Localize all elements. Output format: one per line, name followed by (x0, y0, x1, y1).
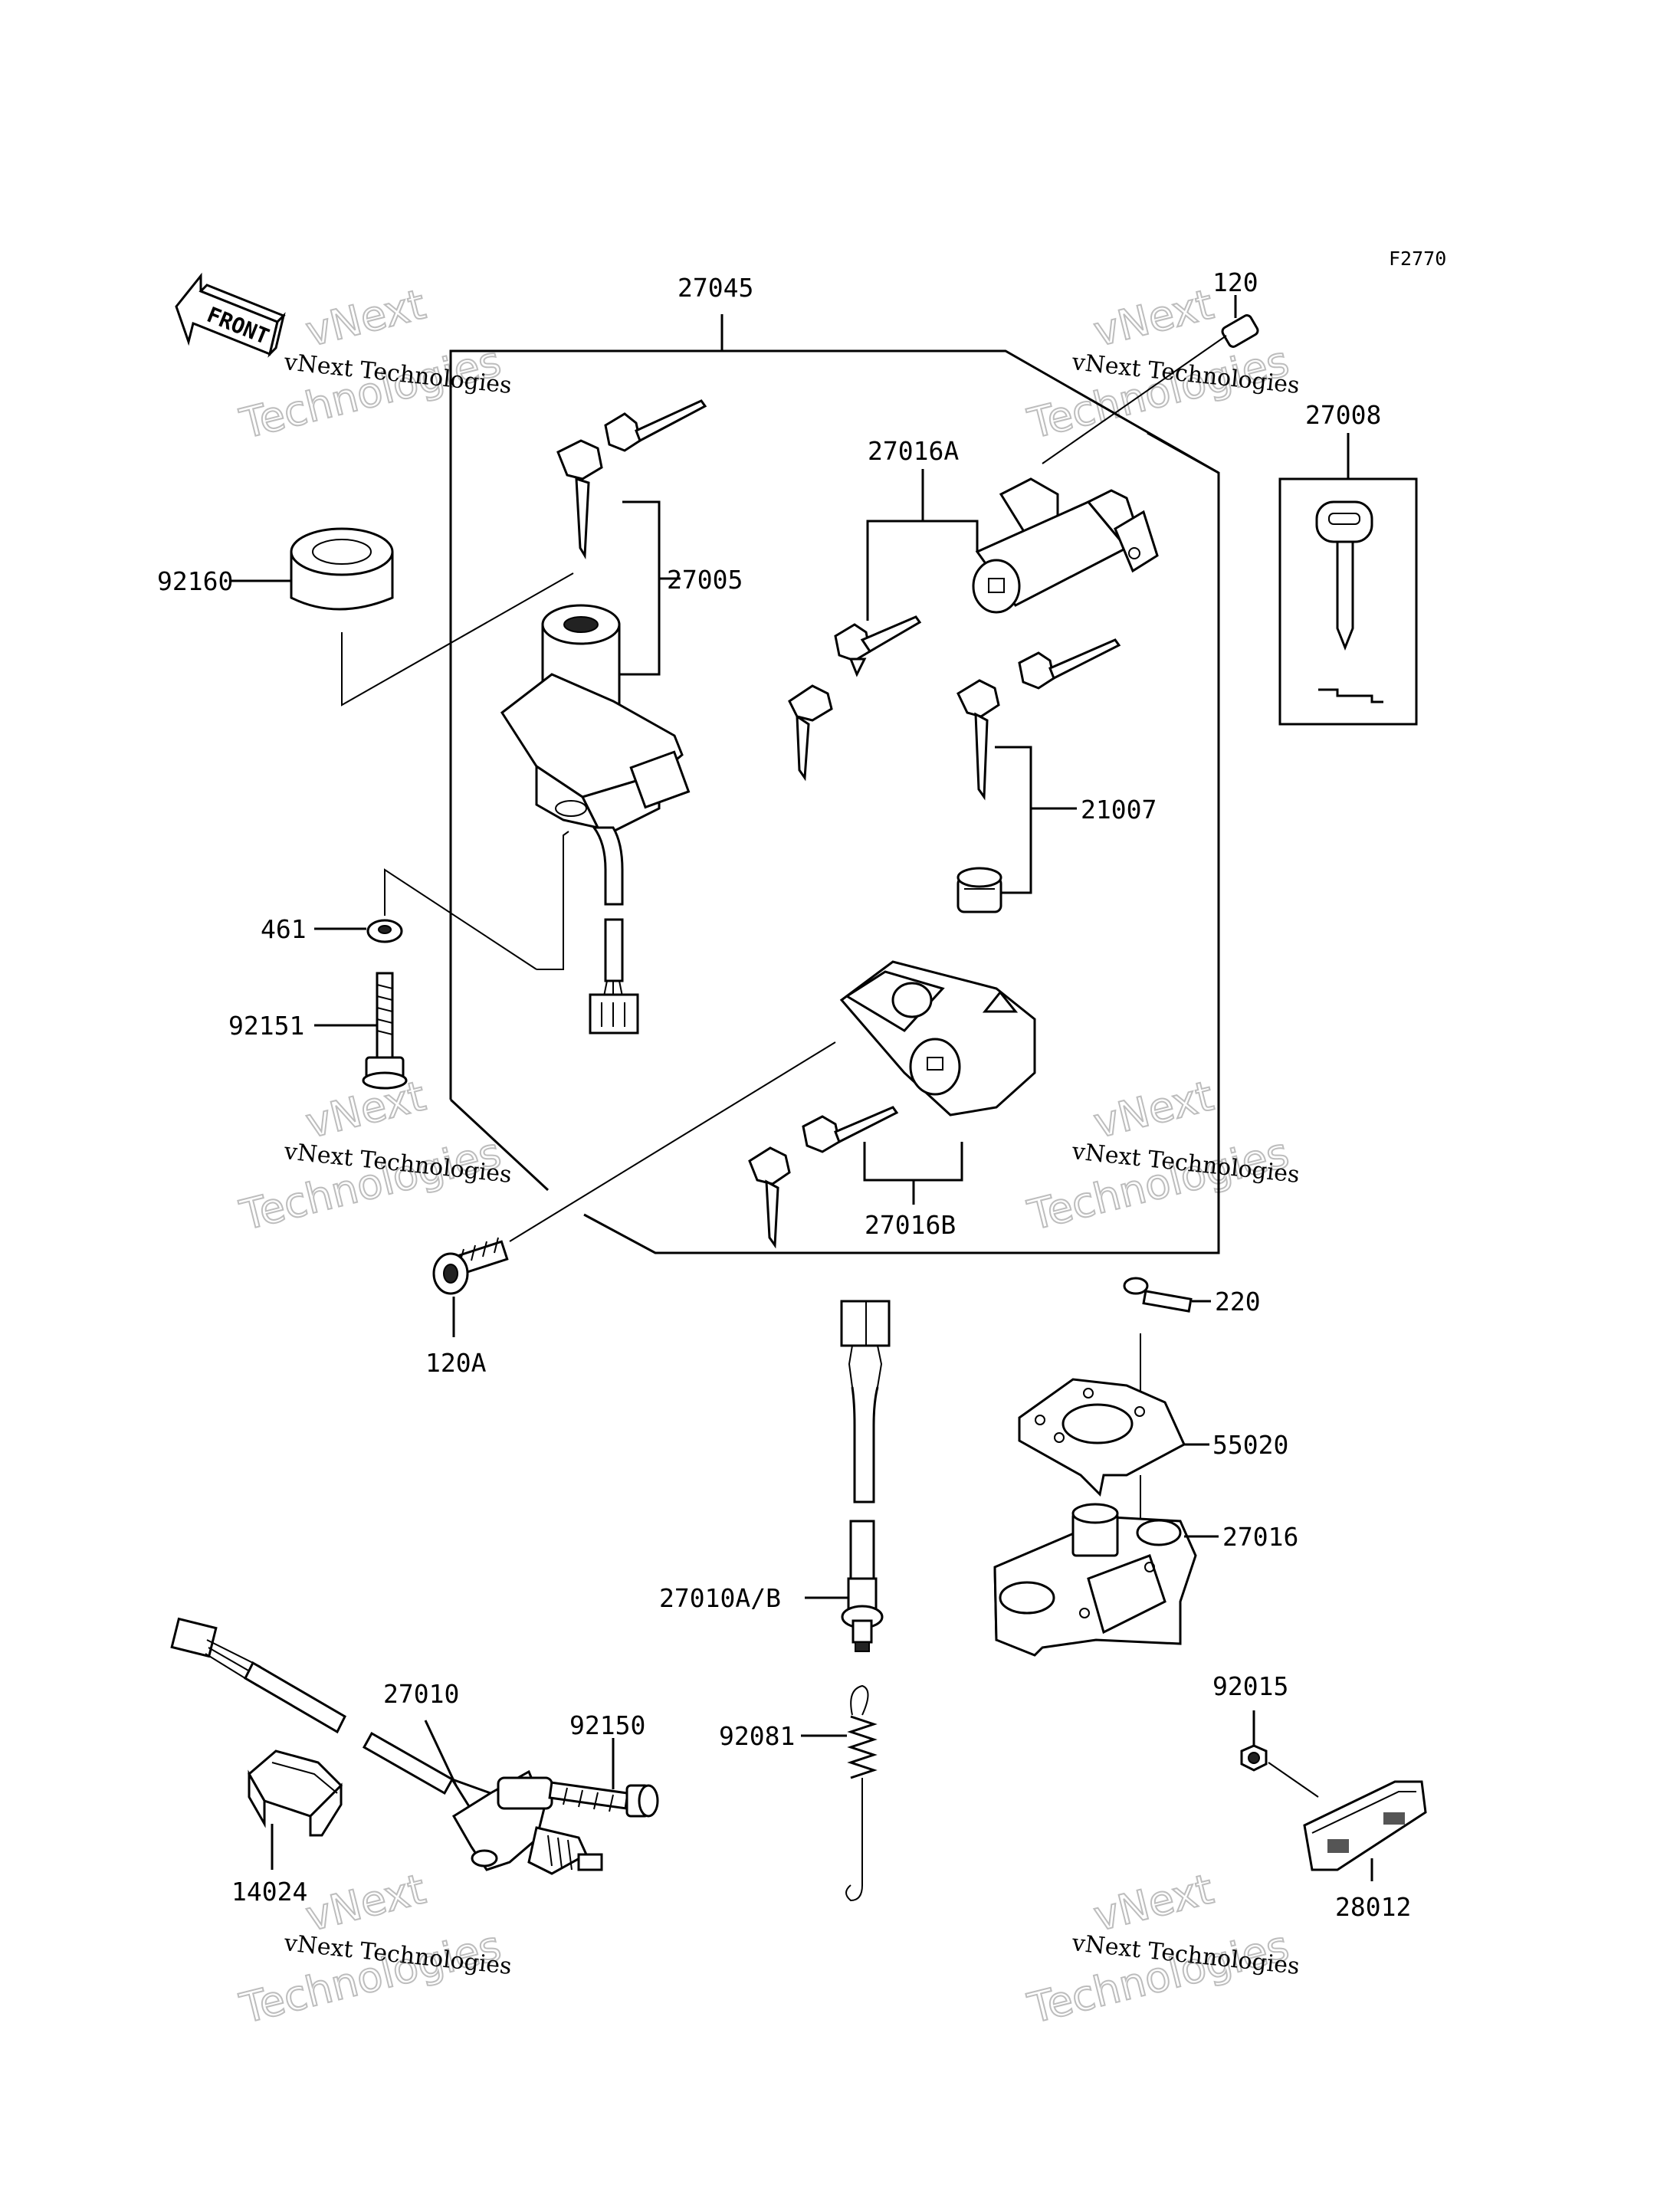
nut-92015 (1240, 1744, 1268, 1772)
callout-92150: 92150 (569, 1710, 645, 1740)
cover-14024 (248, 1749, 343, 1837)
callout-14024: 14024 (231, 1877, 307, 1907)
callout-27005: 27005 (667, 565, 743, 595)
bolt-120A (432, 1237, 509, 1295)
callout-220: 220 (1215, 1287, 1261, 1317)
cap-92160 (290, 527, 394, 611)
callout-120A: 120A (425, 1348, 487, 1378)
lock-body-27016 (993, 1503, 1197, 1657)
watermark-bottom-right: vNext Technologies vNext Technologies (1022, 1864, 1301, 2034)
seat-lock-27016A (972, 477, 1159, 614)
bracket-55020 (1018, 1378, 1186, 1497)
switch-27010 (170, 1617, 603, 1875)
keys-27005 (556, 399, 707, 559)
washer-461 (366, 919, 403, 943)
cap-21007 (956, 867, 1002, 913)
watermark-top-right: vNext Technologies vNext Technologies (1022, 279, 1301, 449)
callout-92081: 92081 (719, 1721, 795, 1751)
svg-text:vNext: vNext (301, 1864, 430, 1940)
keys-27016A (788, 615, 922, 782)
ignition-cable (589, 826, 639, 1035)
figure-code: F2770 (1389, 248, 1446, 270)
screw-220 (1123, 1277, 1193, 1313)
watermark-mid-left: vNext Technologies vNext Technologies (235, 1071, 513, 1241)
switch-27010AB (840, 1300, 891, 1652)
callout-27016: 27016 (1222, 1522, 1298, 1552)
callout-55020: 55020 (1212, 1430, 1288, 1460)
callout-92015: 92015 (1212, 1671, 1288, 1701)
svg-text:vNext: vNext (301, 280, 430, 356)
callout-92160: 92160 (157, 566, 233, 596)
callout-27010AB: 27010A/B (659, 1583, 781, 1613)
svg-text:vNext: vNext (1089, 1864, 1218, 1940)
callout-27016A: 27016A (868, 436, 959, 466)
reflector-28012 (1303, 1780, 1427, 1871)
callout-461: 461 (261, 914, 307, 944)
callout-21007: 21007 (1081, 795, 1157, 825)
bolt-92151 (362, 972, 408, 1090)
helmet-lock-27016B (839, 960, 1036, 1117)
keys-27016B (748, 1106, 899, 1249)
svg-text:vNext: vNext (1089, 280, 1218, 356)
callout-27016B: 27016B (865, 1210, 956, 1240)
watermark-top-left: vNext Technologies vNext Technologies (235, 279, 513, 449)
callout-28012: 28012 (1335, 1892, 1411, 1922)
callout-27010: 27010 (383, 1679, 459, 1709)
callout-27045: 27045 (678, 273, 753, 303)
watermark-mid-right: vNext Technologies vNext Technologies (1022, 1071, 1301, 1241)
key-27008 (1278, 477, 1418, 726)
front-arrow-icon: FRONT (175, 272, 286, 358)
callout-120: 120 (1212, 267, 1258, 297)
svg-text:Technologies: Technologies (235, 1129, 506, 1240)
spring-92081 (845, 1684, 878, 1902)
svg-text:vNext: vNext (1089, 1071, 1218, 1147)
kit-outline (449, 314, 1220, 1254)
keys-21007 (956, 638, 1121, 801)
callout-92151: 92151 (228, 1011, 304, 1041)
bolt-120 (1042, 314, 1259, 464)
svg-text:Technologies: Technologies (1023, 1129, 1294, 1240)
callout-27008: 27008 (1305, 400, 1381, 430)
ignition-switch-27005 (500, 604, 691, 833)
bolt-92150 (548, 1781, 659, 1818)
